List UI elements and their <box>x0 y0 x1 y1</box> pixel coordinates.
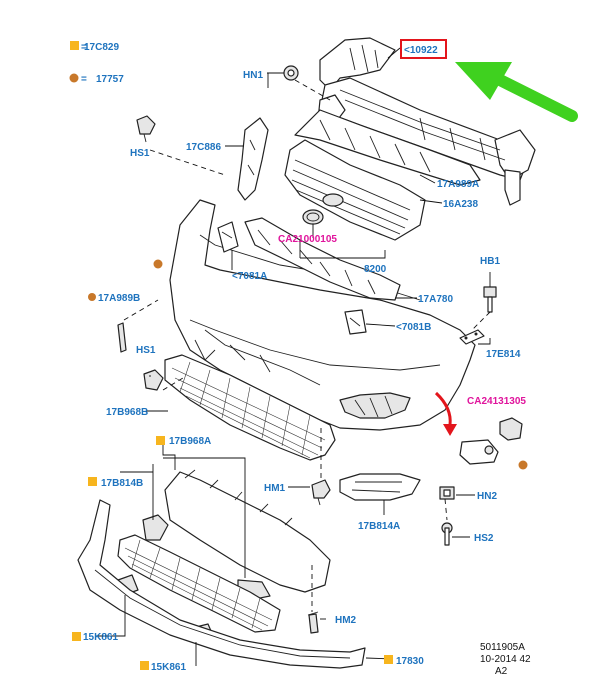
label-hb1: HB1 <box>480 256 500 267</box>
label-17b968a: 17B968A <box>169 436 211 447</box>
sensor-ca24131305 <box>459 417 523 465</box>
label-8200: 8200 <box>364 264 387 275</box>
label-17b814a: 17B814A <box>358 521 400 532</box>
footer-rev: A2 <box>495 666 508 677</box>
lower-mesh-grille <box>117 534 281 633</box>
hs1-clip-mid <box>143 369 164 391</box>
emblem-badge <box>302 209 324 225</box>
square-marker <box>72 632 81 641</box>
label-15k861-a: 15K861 <box>83 632 118 643</box>
square-marker <box>384 655 393 664</box>
circle-marker <box>518 460 528 470</box>
fog-bezel-17b814a <box>339 473 421 501</box>
label-hs1-mid: HS1 <box>136 345 156 356</box>
label-17a780: 17A780 <box>418 294 453 305</box>
lower-grille-17b968b <box>164 354 336 461</box>
hs2-screw <box>441 522 453 546</box>
ford-oval-badge <box>322 193 344 207</box>
red-curved-arrow <box>434 391 457 436</box>
trim-17a989b <box>117 322 127 353</box>
green-pointer-arrow <box>455 62 578 122</box>
hn2-nut <box>439 486 455 500</box>
label-hm2: HM2 <box>335 615 357 626</box>
label-7081b: <7081B <box>396 322 431 333</box>
legend-circle-marker <box>69 73 79 83</box>
label-hs2: HS2 <box>474 533 494 544</box>
hs1-clip-top <box>136 115 156 143</box>
spoiler-lip-17830 <box>77 499 366 669</box>
leader-lines <box>96 47 491 666</box>
footer-date: 10-2014 42 <box>480 654 531 665</box>
label-ca21000105: CA21000105 <box>278 234 337 245</box>
legend-circle-code: 17757 <box>96 74 124 85</box>
legend-square-marker <box>70 41 79 50</box>
label-hm1: HM1 <box>264 483 286 494</box>
label-16a238: 16A238 <box>443 199 478 210</box>
hn1-nut <box>283 65 299 81</box>
lower-grille-assembly-17b968a <box>164 469 331 593</box>
label-hn1: HN1 <box>243 70 263 81</box>
label-7081a: <7081A <box>232 271 267 282</box>
label-15k861-b: 15K861 <box>151 662 186 673</box>
bracket-17e814 <box>459 329 485 345</box>
hm2-clip <box>307 611 319 634</box>
circle-marker <box>153 259 163 269</box>
side-bracket-17c886 <box>237 117 269 201</box>
square-marker <box>156 436 165 445</box>
label-17a989b: 17A989B <box>98 293 140 304</box>
square-marker <box>140 661 149 670</box>
highlight-box <box>400 39 447 59</box>
marker-squares <box>72 436 393 670</box>
label-17b968b: 17B968B <box>106 407 148 418</box>
square-marker <box>88 477 97 486</box>
assembly-dashed-lines <box>123 79 491 612</box>
label-10922: <10922 <box>404 45 438 56</box>
legend-square-code: 17C829 <box>84 42 119 53</box>
bracket-7081b <box>344 309 367 335</box>
label-hs1-top: HS1 <box>130 148 150 159</box>
label-17b814b: 17B814B <box>101 478 143 489</box>
label-ca24131305: CA24131305 <box>467 396 526 407</box>
marker-circles <box>88 259 528 470</box>
circle-marker <box>88 293 96 301</box>
label-17c886: 17C886 <box>186 142 221 153</box>
footer-code: 5011905A <box>480 642 525 653</box>
label-hn2: HN2 <box>477 491 497 502</box>
radiator-grille <box>284 139 426 241</box>
lower-air-deflector <box>244 217 401 301</box>
label-17830: 17830 <box>396 656 424 667</box>
hb1-bolt <box>483 286 497 313</box>
label-17a989a: 17A989A <box>437 179 479 190</box>
bracket-7081a <box>217 221 239 253</box>
legend-circle-eq: = <box>81 74 87 85</box>
label-17e814: 17E814 <box>486 349 521 360</box>
hm1-clip <box>311 479 331 506</box>
upper-grille-support <box>294 109 481 186</box>
legend-square-eq: = <box>81 42 87 53</box>
bezel-17b814b <box>142 514 169 541</box>
